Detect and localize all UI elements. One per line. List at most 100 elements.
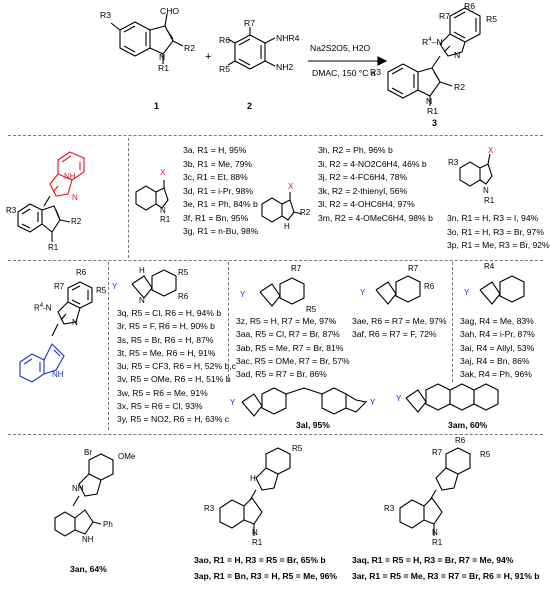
r6-label: R6 (219, 35, 230, 45)
g1-r1-label-3: R1 (484, 196, 495, 205)
compound-entry: 3w, R5 = R6 = Me, 91% (117, 387, 208, 398)
g1-indole-x-structure (135, 180, 169, 211)
g2-colA-y: Y (112, 282, 118, 291)
g3-3an-label: 3an, 64% (70, 564, 107, 574)
compound-entry: 3y, R5 = NO2, R6 = H, 63% c (117, 414, 230, 425)
g3-3an-nh: NH (72, 484, 84, 493)
g2-colC-structure (375, 275, 421, 305)
g1-x-label-1: X (160, 168, 166, 177)
g2-indole-nh-label: NH (52, 370, 64, 379)
g3-3ao-n: N (252, 528, 258, 537)
g2-colD-list: 3ag, R4 = Me, 83%3ah, R4 = i-Pr, 87%3ai,… (460, 315, 535, 381)
g2-3am-structure (405, 383, 499, 413)
g3-3ao-r5: R5 (292, 444, 303, 453)
compound-entry: 3ag, R4 = Me, 83% (460, 316, 534, 326)
g2-colA-r5: R5 (178, 268, 189, 277)
g1-indole-2sub-structure (261, 192, 303, 223)
product-3-structure (387, 7, 481, 106)
g3-3aq-r5: R5 (480, 450, 491, 459)
product-label: 3 (432, 118, 438, 128)
divider-g1-vertical (128, 138, 129, 258)
g2-colA-list: 3q, R5 = Cl, R6 = H, 94% b 3r, R5 = F, R6… (117, 307, 236, 427)
g2-colD-y: Y (464, 288, 470, 297)
product-r6-label: R6 (464, 1, 475, 11)
reactant-1-label: 1 (154, 101, 160, 111)
g3-3aq-r1: R1 (432, 538, 443, 547)
compound-entry: 3aa, R5 = Cl, R7 = Br, 87% (236, 329, 340, 340)
nh2-label: NH2 (276, 62, 294, 72)
divider-mid (8, 260, 543, 261)
g2-3al-y-right: Y (370, 398, 376, 407)
compound-entry: 3ad, R5 = R7 = Br, 86% (236, 369, 327, 380)
g2-colD-r4: R4 (484, 262, 495, 271)
g3-3ao-r3: R3 (204, 504, 215, 513)
g1-x-label-2: X (288, 182, 294, 191)
reactant-2-label: 2 (247, 101, 253, 111)
g1-r1-label-1: R1 (160, 215, 171, 224)
g2-3al-label: 3al, 95% (296, 420, 330, 430)
g3-3aq-r7: R7 (432, 448, 443, 457)
r1-label: R1 (158, 63, 169, 73)
g1-indole-halo-structure (459, 153, 493, 187)
compound-entry: 3g, R1 = n-Bu, 98% (183, 226, 259, 236)
g2-colB-structure (259, 277, 305, 307)
compound-entry: 3z, R5 = H, R7 = Me, 97% (236, 316, 337, 326)
reactant-2-structure (227, 27, 276, 70)
compound-entry: 3j, R2 = 4-FC6H4, 78% (318, 172, 408, 182)
g3-3ao-label: 3ao, R1 = H, R3 = R5 = Br, 65% b (194, 555, 326, 565)
g1-x-label-3: X (488, 146, 494, 155)
g3-3ap-label: 3ap, R1 = Bn, R3 = H, R5 = Me, 96% (194, 571, 338, 581)
nhr4-label: NHR4 (276, 33, 300, 43)
divider-g2-vertical-2 (228, 262, 229, 382)
compound-entry: 3ab, R5 = Me, R7 = Br, 81% (236, 342, 344, 353)
g1-r1-label: R1 (48, 243, 59, 252)
compound-entry: 3f, R1 = Bn, 95% (183, 212, 249, 223)
g2-3am-label: 3am, 60% (448, 420, 488, 430)
compound-entry: 3ai, R4 = Allyl, 53% (460, 342, 535, 353)
g3-3an-structure (54, 453, 114, 537)
product-r3-label: R3 (370, 67, 381, 77)
g3-3ao-structure (219, 447, 291, 536)
g3-3ao-r1: R1 (252, 538, 263, 547)
g3-3an-br: Br (84, 448, 92, 457)
plus-sign: + (205, 51, 212, 63)
generic-product-colored-structure-2 (19, 281, 93, 383)
g2-n-label: N (72, 318, 78, 327)
g1-r2-label-2: R2 (300, 208, 311, 217)
divider-top (8, 135, 543, 136)
compound-entry: 3s, R5 = Br, R6 = H, 87% (117, 334, 214, 345)
g3-3aq-n: N (432, 528, 438, 537)
conditions-line-1: Na2S2O5, H2O (310, 43, 371, 53)
product-indole-n-label: N (426, 96, 433, 106)
generic-product-colored-structure (17, 151, 85, 242)
g2-colB-y: Y (240, 290, 246, 299)
r7-label: R7 (244, 18, 255, 28)
g1-r3-label-3: R3 (448, 158, 459, 167)
compound-entry: 3n, R1 = H, R3 = I, 94% (447, 213, 539, 223)
compound-entry: 3af, R6 = R7 = F, 72% (352, 329, 437, 340)
product-n-label: N (454, 50, 461, 60)
r3-label: R3 (100, 10, 111, 20)
product-r4n-label: R4–N (422, 36, 443, 47)
compound-entry: 3m, R2 = 4-OMeC6H4, 98% b (318, 212, 433, 223)
compound-entry: 3i, R2 = 4-NO2C6H4, 46% b (318, 158, 427, 169)
g2-r7-label: R7 (54, 282, 65, 291)
compound-entry: 3x, R5 = R6 = Cl, 93% (117, 401, 203, 412)
compound-entry: 3r, R5 = F, R6 = H, 90% b (117, 321, 215, 332)
compound-entry: 3aj, R4 = Bn, 86% (460, 355, 530, 366)
cho-label: CHO (160, 6, 180, 16)
product-r5-label: R5 (486, 14, 497, 24)
compound-entry: 3b, R1 = Me, 79% (183, 158, 253, 169)
g2-colA-h: H (139, 266, 145, 275)
compound-entry: 3k, R2 = 2-thienyl, 56% (318, 185, 408, 196)
g2-colB-list: 3z, R5 = H, R7 = Me, 97% 3aa, R5 = Cl, R7… (236, 315, 350, 381)
g1-r2-label: R2 (71, 217, 82, 226)
compound-entry: 3q, R5 = Cl, R6 = H, 94% b (117, 308, 222, 318)
n-label: N (159, 52, 166, 62)
compound-entry: 3o, R1 = H, R3 = Br, 97% (447, 226, 544, 237)
g3-3aq-label: 3aq, R1 = R5 = H, R3 = Br, R7 = Me, 94% (352, 555, 514, 565)
compound-entry: 3ac, R5 = OMe, R7 = Br, 57% (236, 355, 350, 366)
g2-colB-r7: R7 (291, 264, 302, 273)
